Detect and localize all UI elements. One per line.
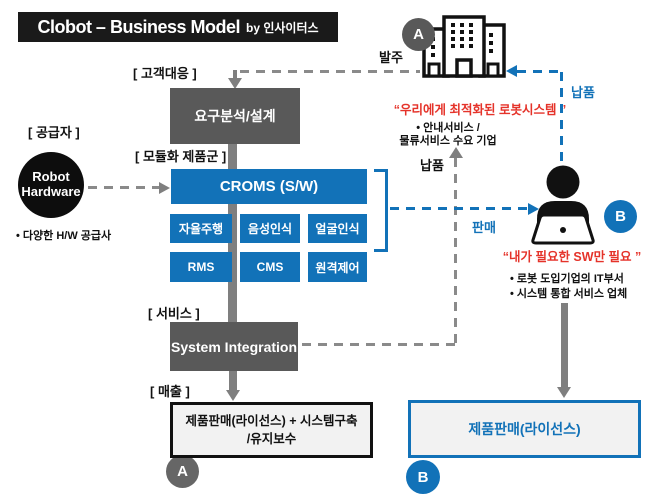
building-icon [422, 15, 506, 78]
delivery-blue-label: 납품 [571, 85, 595, 100]
order-arrow-stem [233, 70, 237, 79]
revenue-a-line2: /유지보수 [246, 432, 297, 446]
requirements-label: 요구분석/설계 [194, 108, 276, 124]
supplier-dashed-line [88, 186, 160, 189]
revenue-box-a: 제품판매(라이선스) + 시스템구축 /유지보수 [170, 402, 373, 458]
supplier-arrowhead-icon [159, 182, 170, 194]
module-cell-remote-control: 원격제어 [308, 252, 367, 282]
delivery-gray-vline [454, 158, 457, 346]
label-revenue: [ 매출 ] [150, 384, 190, 399]
requirements-box: 요구분석/설계 [170, 88, 300, 144]
croms-label: CROMS (S/W) [219, 178, 319, 195]
system-integration-label: System Integration [170, 338, 298, 355]
customer-a-quote: “우리에게 최적화된 로봇시스템 ” [393, 103, 567, 117]
module-cell-voice-recognition: 음성인식 [240, 214, 300, 243]
product-group-bracket [374, 169, 388, 252]
customer-b-bullet-2: • 시스템 통합 서비스 업체 [510, 288, 628, 300]
customer-a-bullet-1: • 안내서비스 / [416, 122, 480, 134]
si-arrowhead-icon [226, 390, 240, 401]
module-cell-cms: CMS [240, 252, 300, 282]
delivery-blue-vline [560, 72, 563, 165]
order-label: 발주 [379, 50, 403, 65]
revenue-box-b: 제품판매(라이선스) [408, 400, 641, 458]
delivery-gray-arrowhead-icon [449, 147, 463, 158]
module-cell-face-recognition: 얼굴인식 [308, 214, 367, 243]
delivery-blue-hline [517, 70, 562, 73]
robot-hardware-node: Robot Hardware [18, 152, 84, 218]
revenue-a-line1: 제품판매(라이선스) + 시스템구축 [185, 413, 358, 428]
customer-b-bullet-1: • 로봇 도입기업의 IT부서 [510, 273, 624, 285]
customer-b-quote: “내가 필요한 SW만 필요 ” [502, 250, 642, 264]
order-dashed-line [240, 70, 420, 73]
label-service: [ 서비스 ] [148, 306, 200, 321]
process-connector-bar [228, 144, 237, 324]
delivery-gray-hline [302, 343, 457, 346]
title-byline: by 인사이터스 [245, 20, 319, 35]
robot-hardware-line2: Hardware [21, 184, 81, 199]
label-customer-response: [ 고객대응 ] [133, 66, 197, 81]
revenue-badge-b: B [406, 460, 440, 494]
sale-dashed-line [390, 207, 530, 210]
page-title: Clobot – Business Model [37, 16, 240, 37]
person-laptop-icon [531, 165, 595, 245]
revenue-badge-a: A [166, 455, 199, 488]
delivery-gray-label: 납품 [420, 158, 444, 173]
customer-a-badge: A [402, 18, 435, 51]
customer-b-arrowhead-icon [557, 387, 571, 398]
customer-b-badge: B [604, 200, 637, 233]
module-cell-autonomous-driving: 자율주행 [170, 214, 232, 243]
delivery-blue-arrowhead-icon [506, 65, 517, 77]
customer-b-arrow-stem [561, 303, 568, 388]
robot-hardware-line1: Robot [32, 169, 70, 185]
title-banner: Clobot – Business Model by 인사이터스 [18, 12, 338, 42]
order-arrowhead-icon [228, 78, 242, 89]
si-arrow-stem [229, 371, 237, 391]
module-grid: 자율주행 음성인식 얼굴인식 RMS CMS 원격제어 [170, 214, 367, 282]
sale-arrowhead-icon [528, 203, 539, 215]
module-cell-rms: RMS [170, 252, 232, 282]
system-integration-box: System Integration [170, 322, 298, 371]
label-modular-products: [ 모듈화 제품군 ] [135, 149, 227, 164]
supplier-note: • 다양한 H/W 공급사 [16, 230, 112, 242]
revenue-b-label: 제품판매(라이선스) [468, 421, 581, 437]
customer-a-bullet-2: 물류서비스 수요 기업 [399, 135, 497, 147]
label-supplier: [ 공급자 ] [28, 125, 80, 140]
croms-box: CROMS (S/W) [171, 169, 367, 204]
sale-label: 판매 [472, 220, 496, 235]
